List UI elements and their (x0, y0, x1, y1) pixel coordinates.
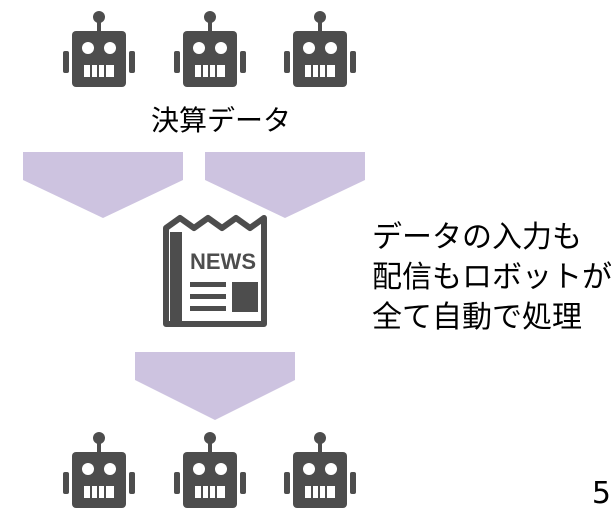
robot-icon (59, 430, 139, 510)
robot-icon (280, 9, 360, 89)
down-arrow-icon (135, 352, 295, 420)
robot-icon (170, 9, 250, 89)
side-text-line-1: データの入力も (372, 220, 582, 255)
side-description: データの入力も 配信もロボットが 全て自動で処理 (372, 218, 611, 338)
label-financial-data: 決算データ (150, 104, 291, 137)
robot-icon (280, 430, 360, 510)
side-text-line-3: 全て自動で処理 (372, 300, 582, 335)
news-label: NEWS (190, 249, 256, 274)
down-arrow-icon (23, 152, 183, 218)
side-text-line-2: 配信もロボットが (372, 260, 611, 295)
down-arrow-icon (205, 152, 365, 218)
newspaper-icon: NEWS (163, 215, 267, 327)
page-number: 5 (591, 476, 611, 511)
robot-icon (170, 430, 250, 510)
robot-icon (59, 9, 139, 89)
